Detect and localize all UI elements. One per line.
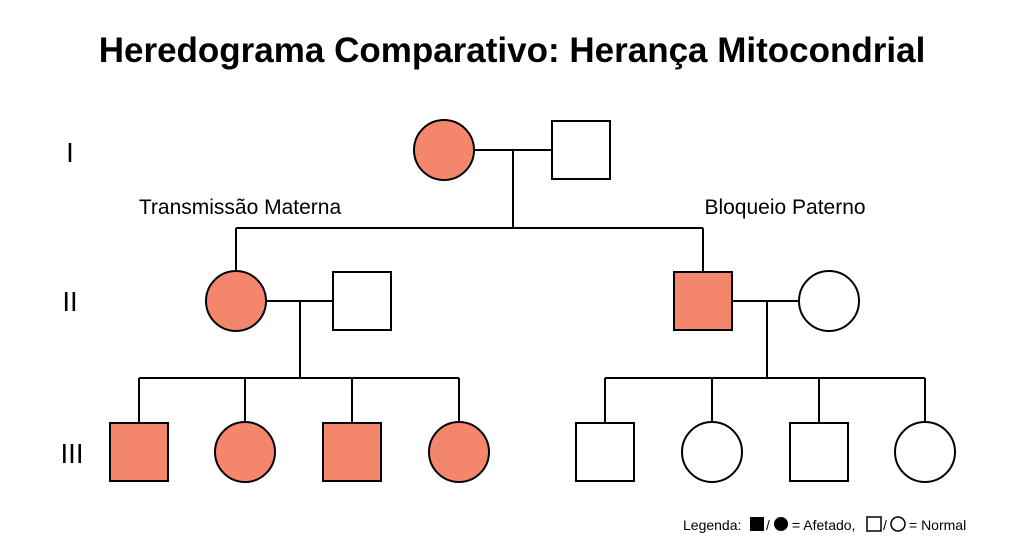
affected-female-circle-i-1 — [413, 119, 475, 181]
pedigree-individuals — [109, 119, 956, 483]
diagram-title: Heredograma Comparativo: Herança Mitocon… — [99, 31, 926, 70]
affected-male-square-iii-1 — [109, 422, 169, 482]
normal-male-square-iii-5 — [575, 422, 635, 482]
generation-label-2: II — [62, 288, 77, 318]
branch-label-paternal: Bloqueio Paterno — [704, 196, 865, 219]
legend-normal-square-icon — [866, 516, 882, 532]
legend-normal-label: = Normal — [909, 517, 966, 533]
legend-slash-2: / — [883, 517, 887, 533]
legend: Legenda: / = Afetado, / = Normal — [683, 516, 966, 533]
normal-female-circle-iii-8 — [894, 421, 956, 483]
pedigree-connectors — [138, 149, 926, 423]
legend-prefix: Legenda: — [683, 517, 741, 533]
affected-male-square-iii-3 — [322, 422, 382, 482]
affected-female-circle-iii-4 — [428, 421, 490, 483]
legend-affected-circle-icon — [774, 517, 788, 531]
legend-affected-label: = Afetado, — [792, 517, 855, 533]
generation-label-1: I — [66, 139, 74, 169]
normal-female-circle-iii-6 — [681, 421, 743, 483]
generation-label-3: III — [60, 440, 83, 470]
affected-female-circle-ii-1 — [205, 270, 267, 332]
affected-female-circle-iii-2 — [214, 421, 276, 483]
branch-label-maternal: Transmissão Materna — [139, 196, 342, 219]
normal-male-square-iii-7 — [789, 422, 849, 482]
legend-affected-square-icon — [750, 517, 764, 531]
affected-male-square-ii-3 — [673, 271, 733, 331]
legend-normal-circle-icon — [890, 516, 906, 532]
normal-female-circle-ii-4 — [798, 270, 860, 332]
legend-slash-1: / — [766, 517, 770, 533]
normal-male-square-i-2 — [551, 120, 611, 180]
normal-male-square-ii-2 — [332, 271, 392, 331]
